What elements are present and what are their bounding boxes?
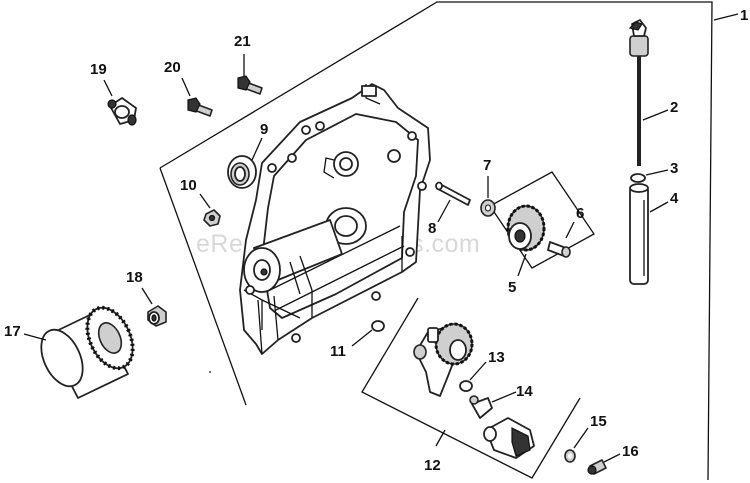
leader-8 [437, 199, 451, 223]
o-ring-3 [630, 173, 646, 183]
leader-2 [642, 109, 669, 121]
o-ring-13 [459, 380, 473, 392]
oil-seal [227, 155, 257, 189]
leader-5 [517, 253, 527, 277]
leader-11 [351, 329, 373, 347]
callout-20: 20 [164, 59, 181, 76]
stray-mark [209, 371, 211, 373]
o-ring-11 [371, 320, 385, 332]
washer-7 [480, 199, 496, 217]
oil-pickup [483, 417, 535, 459]
leader-14 [491, 391, 517, 403]
oil-pump [413, 322, 474, 397]
oil-pressure-switch [107, 97, 137, 126]
callout-3: 3 [670, 160, 678, 177]
leader-20 [181, 77, 191, 97]
leader-9 [251, 137, 263, 161]
assembly-outline [159, 1, 713, 481]
callout-9: 9 [260, 121, 268, 138]
callout-11: 11 [330, 343, 346, 360]
callout-6: 6 [576, 205, 584, 222]
callout-16: 16 [622, 443, 639, 460]
callout-15: 15 [590, 413, 607, 430]
dipstick-tube [629, 183, 649, 285]
callout-2: 2 [670, 99, 678, 116]
leader-18 [141, 287, 153, 305]
leader-10 [199, 193, 211, 209]
bolt-20 [187, 97, 213, 117]
bolt-21 [237, 75, 263, 95]
callout-8: 8 [428, 220, 436, 237]
leader-17 [23, 333, 47, 341]
callout-17: 17 [4, 323, 21, 340]
leader-19 [103, 79, 113, 97]
leader-13 [469, 361, 487, 381]
relief-valve [469, 395, 493, 419]
leader-15 [573, 427, 589, 449]
leader-16 [603, 453, 621, 463]
callout-5: 5 [508, 279, 516, 296]
leader-4 [649, 201, 669, 213]
callout-14: 14 [516, 383, 533, 400]
washer-15 [564, 449, 576, 463]
closure-plate [239, 83, 431, 355]
callout-7: 7 [483, 157, 491, 174]
callout-10: 10 [180, 177, 197, 194]
leader-12 [435, 429, 446, 447]
governor-gear [506, 204, 546, 252]
filter-nipple [147, 305, 167, 327]
subgroup-outline-12 [361, 297, 581, 479]
leader-6 [565, 221, 575, 239]
callout-13: 13 [488, 349, 505, 366]
screw-16 [587, 459, 607, 475]
leader-1 [713, 13, 739, 21]
oil-filter [40, 305, 135, 399]
callout-18: 18 [126, 269, 143, 286]
dipstick [628, 19, 649, 166]
callout-4: 4 [670, 190, 679, 207]
callout-21: 21 [234, 33, 251, 50]
callout-12: 12 [424, 457, 441, 474]
leader-3 [645, 169, 669, 176]
callout-19: 19 [90, 61, 107, 78]
governor-shaft [435, 181, 471, 206]
callout-1: 1 [740, 7, 748, 24]
nut-10 [203, 209, 221, 227]
governor-pin [547, 241, 571, 258]
